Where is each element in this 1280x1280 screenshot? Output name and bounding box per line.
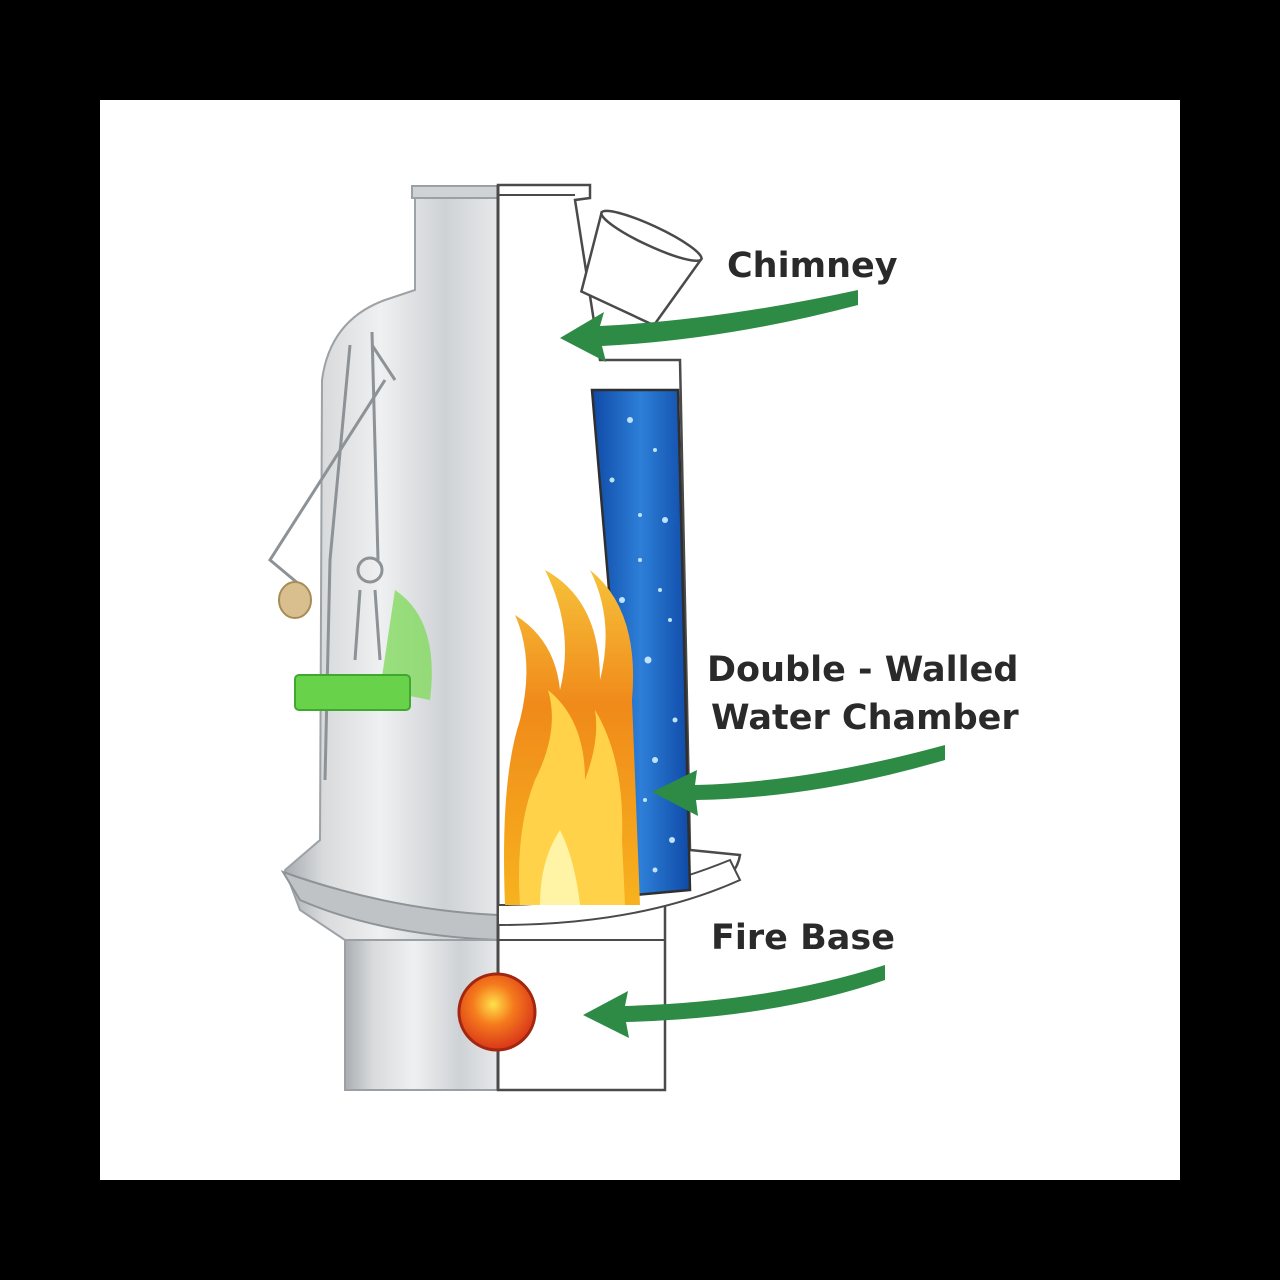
fire-ball-icon xyxy=(457,972,537,1052)
label-water-chamber: Double - Walled Water Chamber xyxy=(707,646,1019,742)
label-chimney: Chimney xyxy=(727,246,898,286)
flame-icon xyxy=(504,570,640,905)
label-fire-base: Fire Base xyxy=(711,918,895,958)
chimney-cap xyxy=(579,209,704,327)
arrow-icon xyxy=(560,290,945,1038)
label-chamber-line1: Double - Walled xyxy=(707,650,1019,690)
label-chamber-line2: Water Chamber xyxy=(711,698,1019,738)
kettle-steel-half xyxy=(268,185,503,1091)
